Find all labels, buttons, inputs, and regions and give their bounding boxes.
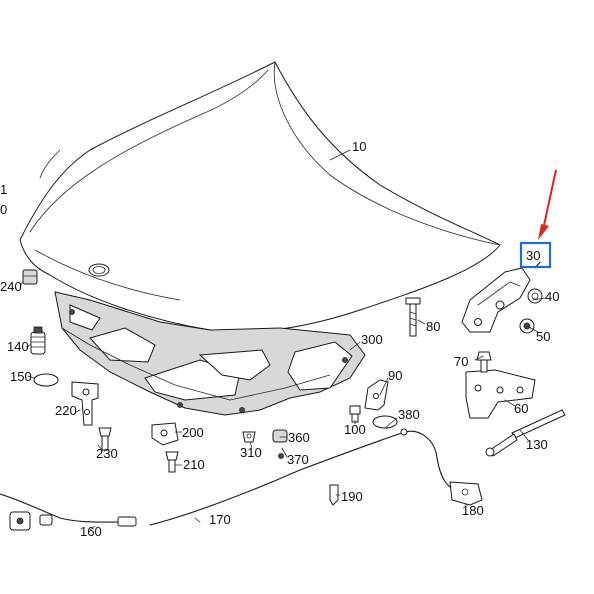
callout-130: 130: [526, 437, 548, 452]
callout-90: 90: [388, 368, 402, 383]
callout-240: 240: [0, 279, 22, 294]
hood-panel: [19, 61, 501, 333]
callout-170: 170: [209, 512, 231, 527]
callout-310: 310: [240, 445, 262, 460]
bolt-230: [98, 427, 112, 451]
red-pointer-arrow: [538, 169, 557, 240]
callout-30: 30: [526, 248, 540, 263]
callout-180: 180: [462, 503, 484, 518]
callout-edge-a: 1: [0, 182, 7, 197]
grommet-150: [33, 373, 59, 387]
callout-370: 370: [287, 452, 309, 467]
bolt-80: [405, 297, 421, 337]
callout-220: 220: [55, 403, 77, 418]
hinge-bracket-60: [465, 369, 536, 419]
buffer-240: [22, 269, 38, 285]
bolt-210: [165, 451, 179, 473]
callout-190: 190: [341, 489, 363, 504]
emblem-icon: [88, 263, 110, 277]
striker-200: [151, 422, 179, 446]
callout-360: 360: [288, 430, 310, 445]
screw-370: [278, 453, 284, 459]
callout-100: 100: [344, 422, 366, 437]
callout-10: 10: [352, 139, 366, 154]
callout-60: 60: [514, 401, 528, 416]
callout-50: 50: [536, 329, 550, 344]
callout-140: 140: [7, 339, 29, 354]
callout-160: 160: [80, 524, 102, 539]
grommet-380: [372, 415, 398, 429]
bracket-90: [364, 379, 389, 411]
release-cable-160: [0, 493, 137, 531]
callout-40: 40: [545, 289, 559, 304]
callout-380: 380: [398, 407, 420, 422]
callout-80: 80: [426, 319, 440, 334]
clip-310: [242, 431, 256, 443]
highlight-box: [519, 241, 552, 269]
callout-edge-b: 0: [0, 202, 7, 217]
spring-140: [30, 326, 46, 355]
latch-bracket-220: [71, 381, 99, 426]
callout-200: 200: [182, 425, 204, 440]
nut-40: [527, 288, 543, 304]
callout-labels: 10 30 40 50 60 70 80 90 100 130 140 150 …: [0, 139, 559, 539]
handle-180: [449, 481, 483, 506]
callout-230: 230: [96, 446, 118, 461]
cap-360: [272, 429, 288, 443]
hood-inner-frame: [54, 291, 366, 416]
callout-150: 150: [10, 369, 32, 384]
release-cable-170: [149, 428, 461, 526]
callout-210: 210: [183, 457, 205, 472]
clip-190: [329, 484, 339, 506]
bolt-70: [476, 351, 492, 373]
callout-300: 300: [361, 332, 383, 347]
leader-lines: [19, 149, 546, 531]
hinge-30: [461, 261, 541, 333]
gas-strut-130: [485, 409, 566, 457]
callout-70: 70: [454, 354, 468, 369]
